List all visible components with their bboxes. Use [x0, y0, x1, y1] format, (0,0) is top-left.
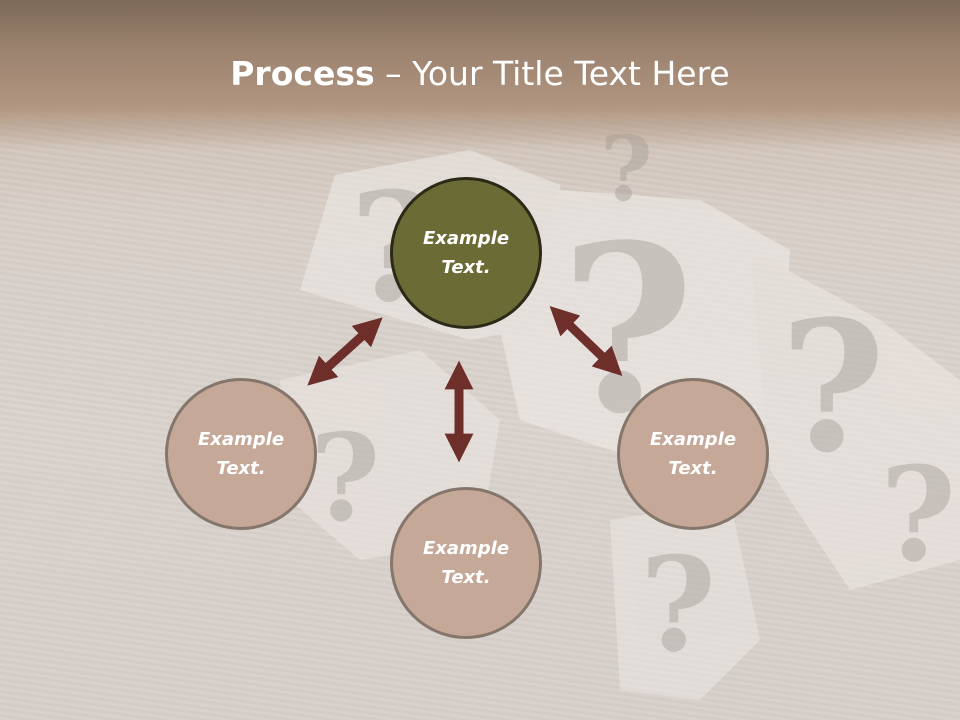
node-right-line2: Text. [668, 458, 718, 479]
arrow-right-top [549, 306, 623, 376]
node-bottom-line2: Text. [441, 567, 491, 588]
svg-text:?: ? [880, 438, 956, 591]
slide-title: Process – Your Title Text Here [0, 52, 960, 96]
node-left-line1: Example [197, 429, 285, 450]
title-band [0, 0, 960, 150]
svg-text:?: ? [310, 408, 380, 549]
svg-text:?: ? [780, 282, 885, 493]
svg-text:?: ? [640, 528, 716, 681]
node-left-line2: Text. [216, 458, 266, 479]
title-rest: – Your Title Text Here [374, 54, 730, 93]
title-bold: Process [230, 54, 375, 93]
node-top-line1: Example [422, 228, 510, 249]
node-right-line1: Example [649, 429, 737, 450]
node-bottom-line1: Example [422, 538, 510, 559]
arrow-left-top [307, 317, 383, 386]
node-top-line2: Text. [441, 257, 491, 278]
